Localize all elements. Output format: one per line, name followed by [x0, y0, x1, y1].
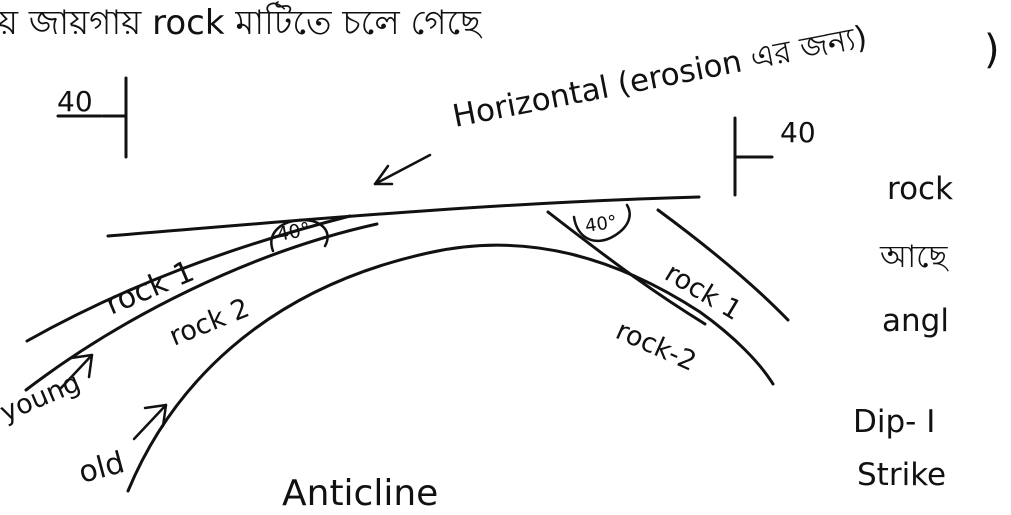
side-text-line-5: Strike	[857, 457, 946, 493]
anticline-title: Anticline	[282, 473, 438, 514]
right-dip-value: 40	[780, 116, 816, 149]
closing-parenthesis: )	[984, 27, 1000, 73]
side-text-line-4: Dip- I	[853, 404, 935, 440]
rock-2-left-label: rock 2	[165, 293, 254, 353]
rock-2-right-label: rock-2	[611, 315, 701, 378]
old-label: old	[75, 445, 128, 491]
old-arrow-shaft	[134, 405, 166, 439]
side-text-line-1: rock	[887, 171, 953, 207]
header-fragment: য় জায়গায় rock মাটিতে চলে গেছে	[0, 1, 483, 43]
right-angle-label: 40°	[584, 212, 619, 237]
side-text-line-2: আছে	[879, 239, 950, 275]
middle-left-bedding-line	[26, 224, 377, 390]
left-dip-value: 40	[57, 85, 93, 118]
horizontal-arrow-shaft	[375, 155, 430, 184]
side-text-line-3: angl	[882, 303, 949, 339]
